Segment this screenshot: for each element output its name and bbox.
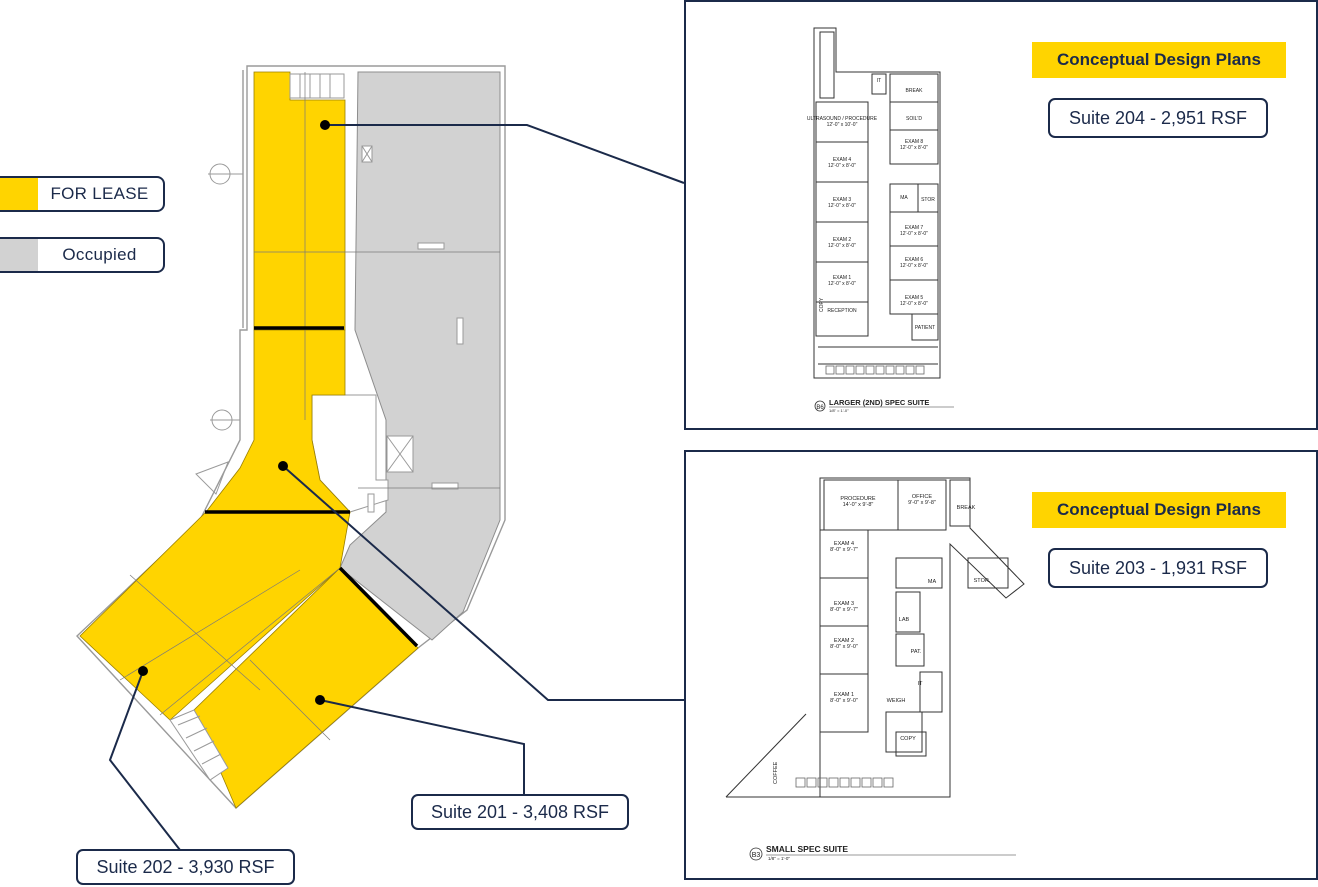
column-grid bbox=[119, 72, 500, 741]
room-exam1: EXAM 1 bbox=[834, 692, 854, 698]
legend-occupied: Occupied bbox=[0, 237, 165, 273]
room-office-dim: 9'-0" x 9'-8" bbox=[908, 500, 936, 506]
top-plan-scale: 1/8" = 1'-0" bbox=[829, 408, 849, 413]
room-stor: STOR. bbox=[974, 578, 991, 584]
room-stor: STOR bbox=[921, 197, 935, 203]
room-exam6-dim: 12'-0" x 8'-0" bbox=[900, 263, 928, 269]
room-weigh: WEIGH bbox=[887, 698, 906, 704]
room-exam3-dim: 8'-0" x 9'-7" bbox=[830, 607, 858, 613]
room-exam7: EXAM 7 bbox=[905, 225, 924, 231]
top-panel-heading: Conceptual Design Plans bbox=[1032, 42, 1286, 78]
bottom-plan-marker: B3 bbox=[752, 852, 761, 859]
column-markers bbox=[195, 163, 243, 495]
room-ultrasound-dim: 12'-0" x 10'-0" bbox=[827, 122, 858, 128]
room-exam4-dim: 12'-0" x 8'-0" bbox=[828, 163, 856, 169]
room-exam5-dim: 12'-0" x 8'-0" bbox=[900, 301, 928, 307]
room-ma: MA bbox=[928, 579, 937, 585]
suite-203-plan-panel: PROCEDURE 14'-0" x 9'-8" OFFICE 9'-0" x … bbox=[684, 450, 1318, 880]
room-ultrasound: ULTRASOUND / PROCEDURE bbox=[807, 116, 878, 122]
room-ma: MA bbox=[900, 195, 908, 201]
top-plan-marker: B6 bbox=[816, 405, 824, 411]
room-patient: PATIENT bbox=[915, 325, 935, 331]
room-exam1-dim: 8'-0" x 9'-0" bbox=[830, 698, 858, 704]
bottom-plan-title: SMALL SPEC SUITE bbox=[766, 844, 848, 854]
room-exam3: EXAM 3 bbox=[834, 601, 854, 607]
room-break: BREAK bbox=[957, 505, 976, 511]
room-exam7-dim: 12'-0" x 8'-0" bbox=[900, 231, 928, 237]
demising-walls bbox=[205, 326, 419, 648]
occupied-swatch bbox=[0, 239, 38, 271]
room-exam1-dim: 12'-0" x 8'-0" bbox=[828, 281, 856, 287]
room-exam6: EXAM 6 bbox=[905, 257, 924, 263]
room-break: BREAK bbox=[906, 88, 924, 94]
top-plan-marker-circle bbox=[814, 400, 826, 412]
top-stair bbox=[289, 73, 345, 99]
suite-204-plan-panel: IT BREAK SOIL'D ULTRASOUND / PROCEDURE 1… bbox=[684, 0, 1318, 430]
room-pat: PAT. bbox=[911, 649, 922, 655]
suite-204-area bbox=[253, 71, 346, 331]
legend-occupied-label: Occupied bbox=[62, 245, 137, 264]
room-exam5: EXAM 5 bbox=[905, 295, 924, 301]
suite-204-callout[interactable]: Suite 204 - 2,951 RSF bbox=[1048, 98, 1268, 138]
room-copy: COPY bbox=[819, 297, 825, 312]
room-reception: RECEPTION bbox=[827, 308, 857, 314]
top-plan-title: LARGER (2ND) SPEC SUITE bbox=[829, 398, 929, 407]
room-exam1: EXAM 1 bbox=[833, 275, 852, 281]
room-coffee: COFFEE bbox=[773, 761, 779, 784]
building-core bbox=[311, 145, 464, 513]
legend-for-lease: FOR LEASE bbox=[0, 176, 165, 212]
room-exam4: EXAM 4 bbox=[833, 157, 852, 163]
corridor-for-lease bbox=[205, 329, 351, 513]
room-exam4-dim: 8'-0" x 9'-7" bbox=[830, 547, 858, 553]
suite-201-callout[interactable]: Suite 201 - 3,408 RSF bbox=[411, 794, 629, 830]
room-lab: LAB bbox=[899, 617, 910, 623]
suite-203-callout[interactable]: Suite 203 - 1,931 RSF bbox=[1048, 548, 1268, 588]
room-copy: COPY bbox=[900, 736, 916, 742]
lower-stair bbox=[169, 709, 229, 781]
room-office: OFFICE bbox=[912, 494, 932, 500]
room-exam4: EXAM 4 bbox=[834, 541, 854, 547]
room-exam2-dim: 12'-0" x 8'-0" bbox=[828, 243, 856, 249]
room-exam3-dim: 12'-0" x 8'-0" bbox=[828, 203, 856, 209]
room-exam8-dim: 12'-0" x 8'-0" bbox=[900, 145, 928, 151]
suite-204-floor-plan: IT BREAK SOIL'D ULTRASOUND / PROCEDURE 1… bbox=[807, 27, 954, 413]
bottom-panel-heading: Conceptual Design Plans bbox=[1032, 492, 1286, 528]
for-lease-swatch bbox=[0, 178, 38, 210]
room-exam2-dim: 8'-0" x 9'-0" bbox=[830, 644, 858, 650]
room-exam2: EXAM 2 bbox=[833, 237, 852, 243]
suite-202-callout[interactable]: Suite 202 - 3,930 RSF bbox=[76, 849, 295, 885]
room-exam3: EXAM 3 bbox=[833, 197, 852, 203]
bottom-plan-marker-circle bbox=[749, 847, 763, 861]
room-it: IT bbox=[918, 681, 924, 687]
legend-for-lease-label: FOR LEASE bbox=[50, 184, 149, 203]
room-it: IT bbox=[877, 78, 881, 84]
room-procedure: PROCEDURE bbox=[840, 496, 875, 502]
room-exam8: EXAM 8 bbox=[905, 139, 924, 145]
leader-dots bbox=[138, 120, 330, 705]
suite-203-floor-plan: PROCEDURE 14'-0" x 9'-8" OFFICE 9'-0" x … bbox=[725, 477, 1025, 861]
room-exam2: EXAM 2 bbox=[834, 638, 854, 644]
leader-lines bbox=[108, 124, 685, 851]
room-soiled: SOIL'D bbox=[906, 116, 922, 122]
bottom-plan-scale: 1/8" = 1'-0" bbox=[768, 856, 790, 861]
room-procedure-dim: 14'-0" x 9'-8" bbox=[843, 502, 874, 508]
building-shell bbox=[76, 65, 506, 809]
